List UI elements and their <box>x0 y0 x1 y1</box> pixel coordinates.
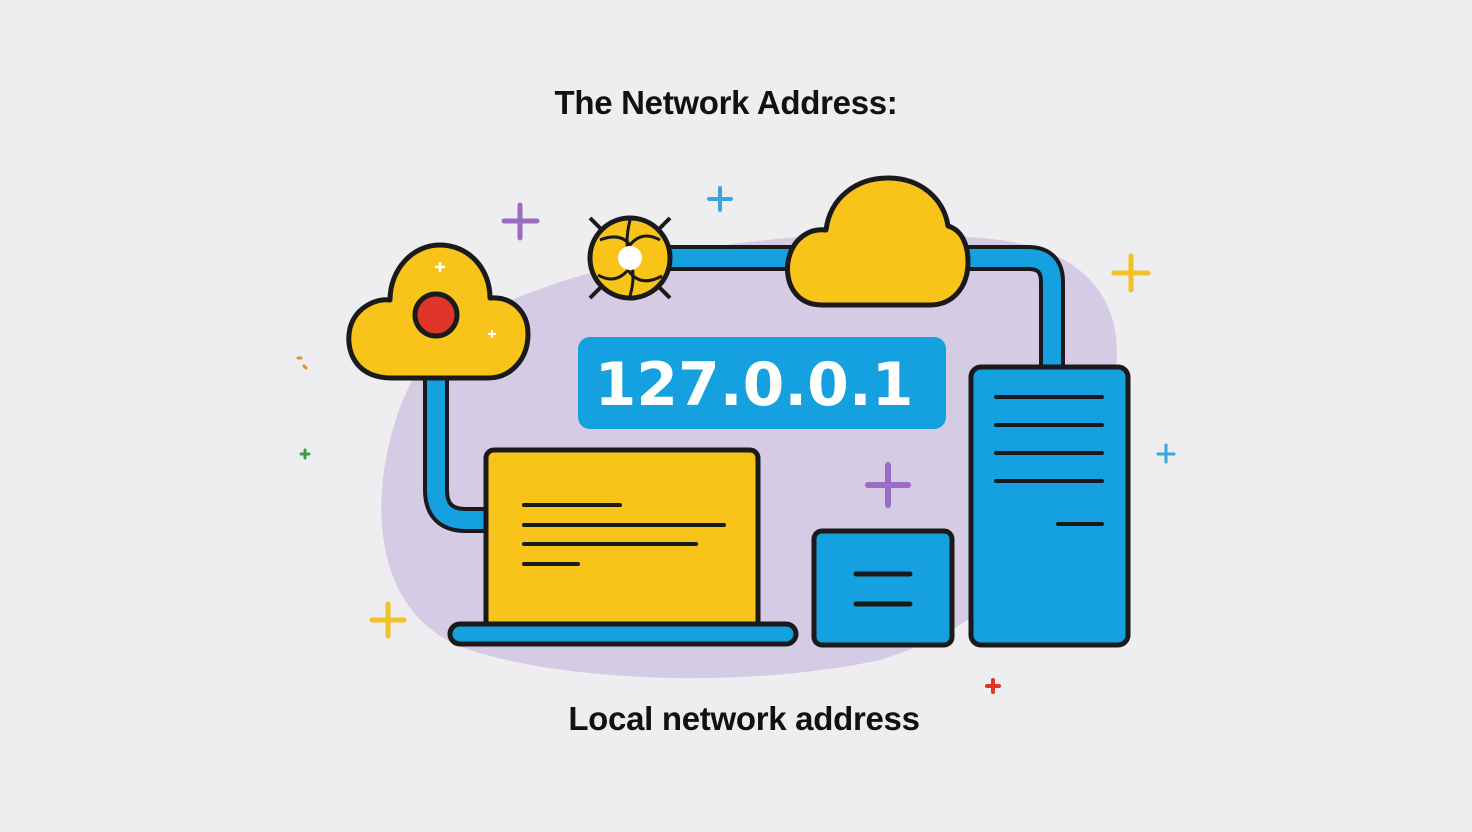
server-tower-icon <box>968 364 1131 648</box>
connection-pipes <box>423 245 1065 533</box>
small-device-icon <box>811 528 955 648</box>
cloud-top-icon <box>784 175 971 308</box>
ip-address-text: 127.0.0.1 <box>595 350 914 420</box>
cloud-left-icon <box>346 242 531 381</box>
diagram-caption: Local network address <box>568 700 920 737</box>
sparkle-plus-icon <box>296 186 1176 694</box>
globe-icon <box>587 215 673 301</box>
ip-address-box: 127.0.0.1 <box>578 337 946 429</box>
laptop-icon <box>447 447 799 647</box>
page-title: The Network Address: <box>554 84 898 121</box>
